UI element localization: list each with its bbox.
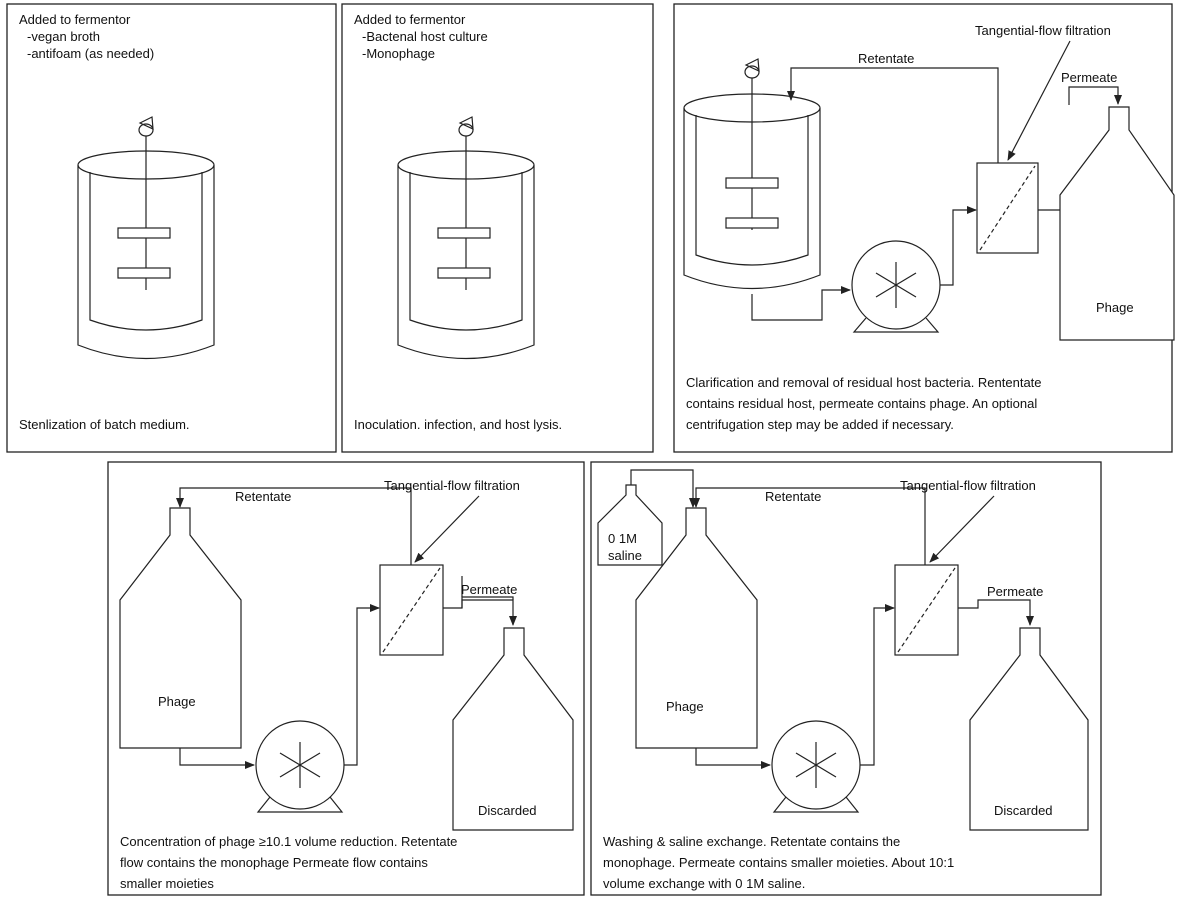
panel-1-frame — [6, 3, 337, 453]
panel-4-caption-line-1: Concentration of phage ≥10.1 volume redu… — [120, 834, 457, 849]
vessel-outer-wall — [397, 165, 535, 360]
panel-5-permeate-label: Permeate — [987, 584, 1043, 599]
pump-spoke — [875, 272, 917, 298]
retentate-line — [692, 487, 926, 565]
pump-icon — [851, 240, 941, 333]
phage-bottle — [119, 507, 242, 749]
panel-4-permeate-label: Permeate — [461, 582, 517, 597]
panel-1-caption: Stenlization of batch medium. — [19, 417, 190, 432]
impeller-lower — [117, 267, 171, 279]
impeller-upper — [117, 227, 171, 239]
panel-3-permeate-label: Permeate — [1061, 70, 1117, 85]
panel-4-caption-line-3: smaller moieties — [120, 876, 214, 891]
panel-2-added-item-1: -Bactenal host culture — [362, 29, 488, 44]
panel-4-discarded-label: Discarded — [478, 803, 537, 818]
panel-2-added-item-2: -Monophage — [362, 46, 435, 61]
tff-pointer-arrow — [414, 495, 480, 563]
panel-inoculation: Added to fermentor -Bactenal host cultur… — [341, 3, 654, 453]
pump-outlet-line — [344, 604, 380, 766]
pump-base — [256, 796, 344, 813]
panel-1-added-item-2: -antifoam (as needed) — [27, 46, 154, 61]
vessel-rim — [397, 150, 535, 180]
panel-4-tff-label: Tangential-flow filtration — [384, 478, 520, 493]
panel-5-saline-line-2: saline — [608, 548, 642, 563]
pump-outlet-line — [860, 604, 895, 766]
saline-bottle — [597, 484, 663, 566]
feed-line — [179, 748, 255, 769]
panel-concentration: Retentate Phage Tangential-flow filtrati… — [107, 461, 585, 896]
impeller-lower — [437, 267, 491, 279]
vessel-inner-wall — [409, 172, 523, 331]
stirrer-motor-cap — [138, 116, 154, 130]
panel-3-phage-label: Phage — [1096, 300, 1134, 315]
vessel-inner-wall — [89, 172, 203, 331]
pump-outlet-line — [940, 206, 977, 286]
pump-icon — [255, 720, 345, 813]
impeller-upper — [437, 227, 491, 239]
retentate-line — [787, 67, 999, 163]
tff-pointer-arrow — [1007, 40, 1071, 161]
pump-base — [772, 796, 860, 813]
retentate-line — [176, 487, 412, 565]
panel-4-phage-label: Phage — [158, 694, 196, 709]
tff-membrane — [897, 567, 956, 653]
pump-spoke — [279, 752, 321, 778]
panel-2-caption: Inoculation. infection, and host lysis. — [354, 417, 562, 432]
discarded-bottle — [969, 627, 1089, 831]
tff-membrane — [979, 165, 1036, 251]
feed-line — [751, 286, 851, 321]
impeller-upper — [725, 177, 779, 189]
panel-saline-exchange: 0 1M saline Retentate Phage Tangential-f… — [590, 461, 1102, 896]
panel-4-frame — [107, 461, 585, 896]
panel-5-phage-label: Phage — [666, 699, 704, 714]
phage-bottle — [635, 507, 758, 749]
panel-4-retentate-label: Retentate — [235, 489, 291, 504]
permeate-line — [461, 599, 517, 626]
panel-5-caption-line-3: volume exchange with 0 1M saline. — [603, 876, 805, 891]
phage-bottle — [1059, 106, 1175, 341]
discarded-bottle — [452, 627, 574, 831]
panel-sterilization: Added to fermentor -vegan broth -antifoa… — [6, 3, 337, 453]
panel-3-caption-line-2: contains residual host, permeate contain… — [686, 396, 1037, 411]
panel-5-saline-line-1: 0 1M — [608, 531, 637, 546]
tff-pointer-arrow — [929, 495, 995, 563]
fermentor-3 — [683, 58, 821, 290]
vessel-rim — [683, 93, 821, 123]
panel-2-frame — [341, 3, 654, 453]
fermentor-1 — [77, 116, 215, 360]
panel-5-discarded-label: Discarded — [994, 803, 1053, 818]
impeller-lower — [725, 217, 779, 229]
vessel-outer-wall — [683, 108, 821, 290]
panel-5-caption-line-2: monophage. Permeate contains smaller moi… — [603, 855, 954, 870]
saline-feed-line — [630, 469, 697, 508]
panel-5-frame — [590, 461, 1102, 896]
panel-5-caption-line-1: Washing & saline exchange. Retentate con… — [603, 834, 900, 849]
permeate-line-a — [443, 596, 514, 609]
permeate-line — [1068, 86, 1122, 105]
vessel-outer-wall — [77, 165, 215, 360]
panel-2-added-title: Added to fermentor — [354, 12, 466, 27]
panel-3-tff-label: Tangential-flow filtration — [975, 23, 1111, 38]
tff-membrane — [382, 567, 441, 653]
pump-spoke — [795, 752, 837, 778]
vessel-rim — [77, 150, 215, 180]
panel-3-caption-line-1: Clarification and removal of residual ho… — [686, 375, 1042, 390]
feed-line — [695, 748, 771, 769]
panel-1-added-title: Added to fermentor — [19, 12, 131, 27]
permeate-line — [958, 599, 1034, 626]
pump-icon — [771, 720, 861, 813]
panel-5-tff-label: Tangential-flow filtration — [900, 478, 1036, 493]
pump-base — [852, 317, 940, 333]
panel-3-retentate-label: Retentate — [858, 51, 914, 66]
panel-1-added-item-1: -vegan broth — [27, 29, 100, 44]
panel-4-caption-line-2: flow contains the monophage Permeate flo… — [120, 855, 428, 870]
panel-3-caption-line-3: centrifugation step may be added if nece… — [686, 417, 954, 432]
panel-5-retentate-label: Retentate — [765, 489, 821, 504]
panel-clarification: Retentate Tangential-flow filtration Per… — [673, 3, 1175, 453]
stirrer-motor-cap — [458, 116, 474, 130]
vessel-inner-wall — [695, 115, 809, 266]
stirrer-motor-cap — [744, 58, 760, 72]
fermentor-2 — [397, 116, 535, 360]
